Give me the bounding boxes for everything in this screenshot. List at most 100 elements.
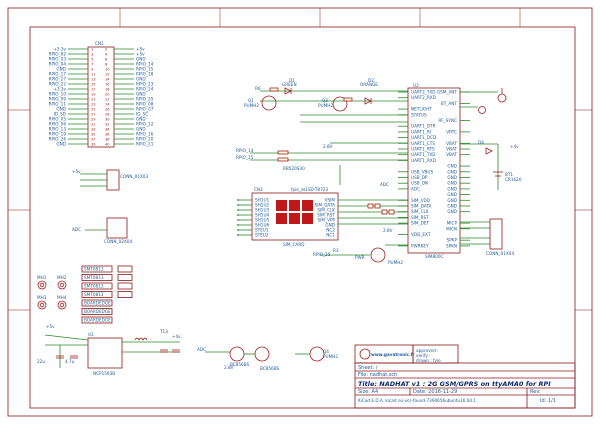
cn1-left-pin-label: RPIO_10 (49, 92, 67, 97)
cn1-right-pin-label: RPIO_23 (136, 82, 154, 87)
cn1-left-pin-label: RPIO_06 (49, 122, 67, 127)
sim-inner-label: NC1 (326, 233, 335, 238)
sim-pin-label: SH1U5 (255, 218, 270, 223)
u2-left-pin-label: NETLIGHT (411, 107, 432, 112)
tb-title: Title: NADHAT v1 : 2G GSM/GPRS on ttyAMA… (358, 380, 551, 388)
r6-ref: R6 (255, 86, 261, 91)
cn1-left-pin-number: 3 (91, 53, 93, 57)
u2-right-pin-label: GND (447, 169, 457, 174)
cn1-right-pin-label: GND (136, 127, 146, 132)
power-supply-u1: NCP1593B U1 T13 +4v +5v 22u 4.7u (37, 324, 181, 376)
adc-circuit: ADC BC856BS BC856BS 2.8V (197, 346, 280, 371)
net-rpio14: RPIO_14 (236, 148, 254, 153)
q4-ref: Q4 (323, 349, 329, 354)
sim-inner-label: SIM_CLK (317, 208, 335, 213)
u2-left-pin-label: SIM_DET (411, 221, 429, 226)
r5-value: RB520S30 (283, 166, 305, 171)
frame-ticks (8, 8, 592, 311)
cn1-left-pin-label: GND (56, 107, 66, 112)
cn1-left-pin-number: 29 (91, 118, 96, 122)
cn1-left-pin-number: 33 (91, 128, 96, 132)
sim-inner-label: NC2 (326, 228, 335, 233)
sim-inner-label: VSIM (325, 198, 336, 203)
cn5-value: CONN_01X04 (486, 251, 514, 256)
inner-frame (29, 26, 576, 409)
u2-right-pin-label: GND (447, 175, 457, 180)
cn1-left-pin-number: 1 (91, 48, 93, 52)
notes-table: SMT0813SMT0813SMT0813SMT0813BOARDEDGEBOA… (81, 265, 133, 324)
verify-label: verify : (416, 353, 431, 358)
u2-left-pin-label: SIM_CLK (411, 209, 429, 214)
u2-left-pin-label: UART1_RI (411, 129, 431, 134)
sim-inner-label: SIM_RST (317, 213, 335, 218)
u2-left-pin-label: UART2_TXD (411, 90, 436, 95)
cn1-left-pin-label: RPIO_11 (49, 102, 67, 107)
cn1-left-pin-label: RPIO_13 (49, 127, 67, 132)
note-label: SMT0813 (84, 275, 104, 280)
cn1-right-pin-number: 12 (105, 73, 110, 77)
sim-bus: ADC 2.8V (338, 182, 408, 233)
sim-pin-label: SH1U1 (255, 198, 270, 203)
cn1-right-pin-number: 18 (105, 88, 110, 92)
cn1-left-pin-number: 11 (91, 73, 96, 77)
u2-body (407, 87, 461, 254)
note-label: BOARDEDGE (84, 300, 111, 305)
cn1-right-pin-number: 6 (105, 58, 108, 62)
cn1-left-pin-label: +3.3v (53, 87, 66, 92)
net-t13: T13 (159, 329, 168, 334)
cn1-left-pin-label: RPIO_26 (49, 137, 67, 142)
u2-left-pin-label: USB_DP (411, 175, 428, 180)
u2-left-pin-label: UART1_RXD (411, 158, 436, 163)
net-2v8-b: 2.8V (383, 228, 393, 233)
cn1-left-pin-label: +3.3v (53, 47, 66, 52)
cn1-left-pin-number: 31 (91, 123, 96, 127)
cn1-right-pin-label: RPIO_25 (136, 97, 154, 102)
cn1-right-pin-label: RPIO_20 (136, 137, 154, 142)
u2-right-pin-label: VBAT (446, 141, 457, 146)
cn1-right-pin-label: GND (136, 117, 146, 122)
tb-kicad: KiCad E.D.A. kicad no-vcs-found-7394656u… (358, 398, 476, 403)
outer-frame (7, 7, 593, 417)
net-5v-b: +5v (46, 324, 55, 329)
u2-left-pin-label: SIM_VDD (411, 198, 430, 203)
u2-right-pin-label: GND (447, 209, 457, 214)
cn1-left-pin-label: ID_SD (54, 112, 66, 117)
cn1-left-pin-number: 37 (91, 138, 96, 142)
cn1-left-pin-number: 9 (91, 68, 94, 72)
u2-right-pin-label: SPKP (447, 238, 458, 243)
sim-pins: SH1U1SH1U2SH1U3SH1U4SH1U5SH1U6STEU1STEU2… (237, 198, 335, 238)
cn1-left-pin-number: 27 (91, 113, 96, 117)
cn1-left-pin-number: 19 (91, 93, 96, 97)
sim-pin-label: STEU2 (255, 233, 269, 238)
sim-pin-label: SH1U6 (255, 223, 270, 228)
rtc-battery: BT1 CR1620 D4 +4v (460, 140, 522, 190)
cn3-ref: CN3 (254, 187, 263, 192)
cn1-right-pin-number: 32 (105, 123, 110, 127)
cn1-right-pin-label: RPIO_18 (136, 72, 154, 77)
cn4-net-5v: +5v (72, 169, 81, 174)
cn1-left-pin-number: 23 (91, 103, 96, 107)
cn2-net-adc: ADC (72, 227, 81, 232)
cn2-value: CONN_02X04 (104, 239, 132, 244)
net-rpio15: RPIO_15 (236, 155, 254, 160)
cn1-right-pin-number: 2 (105, 48, 107, 52)
sim-pin-label: SH1U3 (255, 208, 270, 213)
tb-file: File: nadhat.sch (358, 372, 397, 378)
cn1-right-pin-number: 36 (105, 133, 110, 137)
r3-ref: R3 (333, 248, 339, 253)
u2-left-pin-label: ADC (411, 186, 420, 191)
q1-value: PUMH2 (244, 103, 259, 108)
cn1-right-pin-number: 28 (105, 113, 110, 117)
cn1-left-pin-label: RPIO_04 (49, 62, 67, 67)
note-label: SMT0813 (84, 266, 104, 271)
u2-right-pin-label: GND (447, 204, 457, 209)
note-label: SMT0813 (84, 292, 104, 297)
net-pwr: PWR (355, 255, 365, 260)
cn3-value: SIM_CARD (283, 242, 305, 247)
u2-right-pin-label: VBAT (446, 147, 457, 152)
note-label: SMT0813 (84, 283, 104, 288)
sim-inner-label: SIM_DATA (315, 203, 336, 208)
bt1-value: CR1620 (505, 177, 522, 182)
